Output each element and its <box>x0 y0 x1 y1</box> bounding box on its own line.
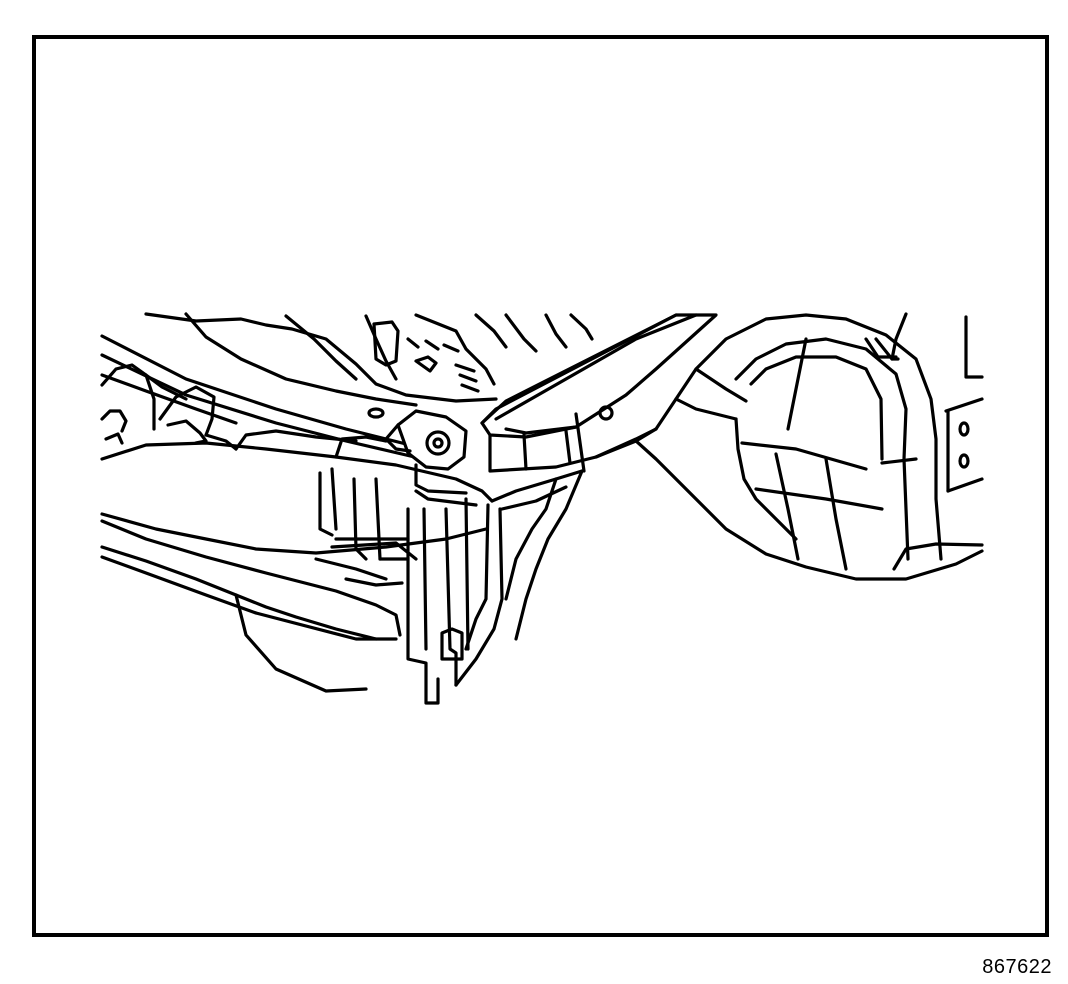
wheelhouse-panel <box>634 312 984 581</box>
figure-id-label: 867622 <box>982 956 1052 978</box>
front-structure-illustration <box>100 312 984 705</box>
center-bracket <box>318 467 504 705</box>
radiator-support-beam <box>100 429 494 555</box>
upper-mount <box>367 407 468 471</box>
cowl-outline <box>144 312 594 407</box>
figure-frame <box>32 35 1049 937</box>
upper-rail-beam <box>480 313 718 473</box>
left-support <box>100 363 238 451</box>
lower-crossmember <box>100 519 418 693</box>
diagonal-brace <box>490 427 658 641</box>
right-inner-panel <box>944 315 984 493</box>
